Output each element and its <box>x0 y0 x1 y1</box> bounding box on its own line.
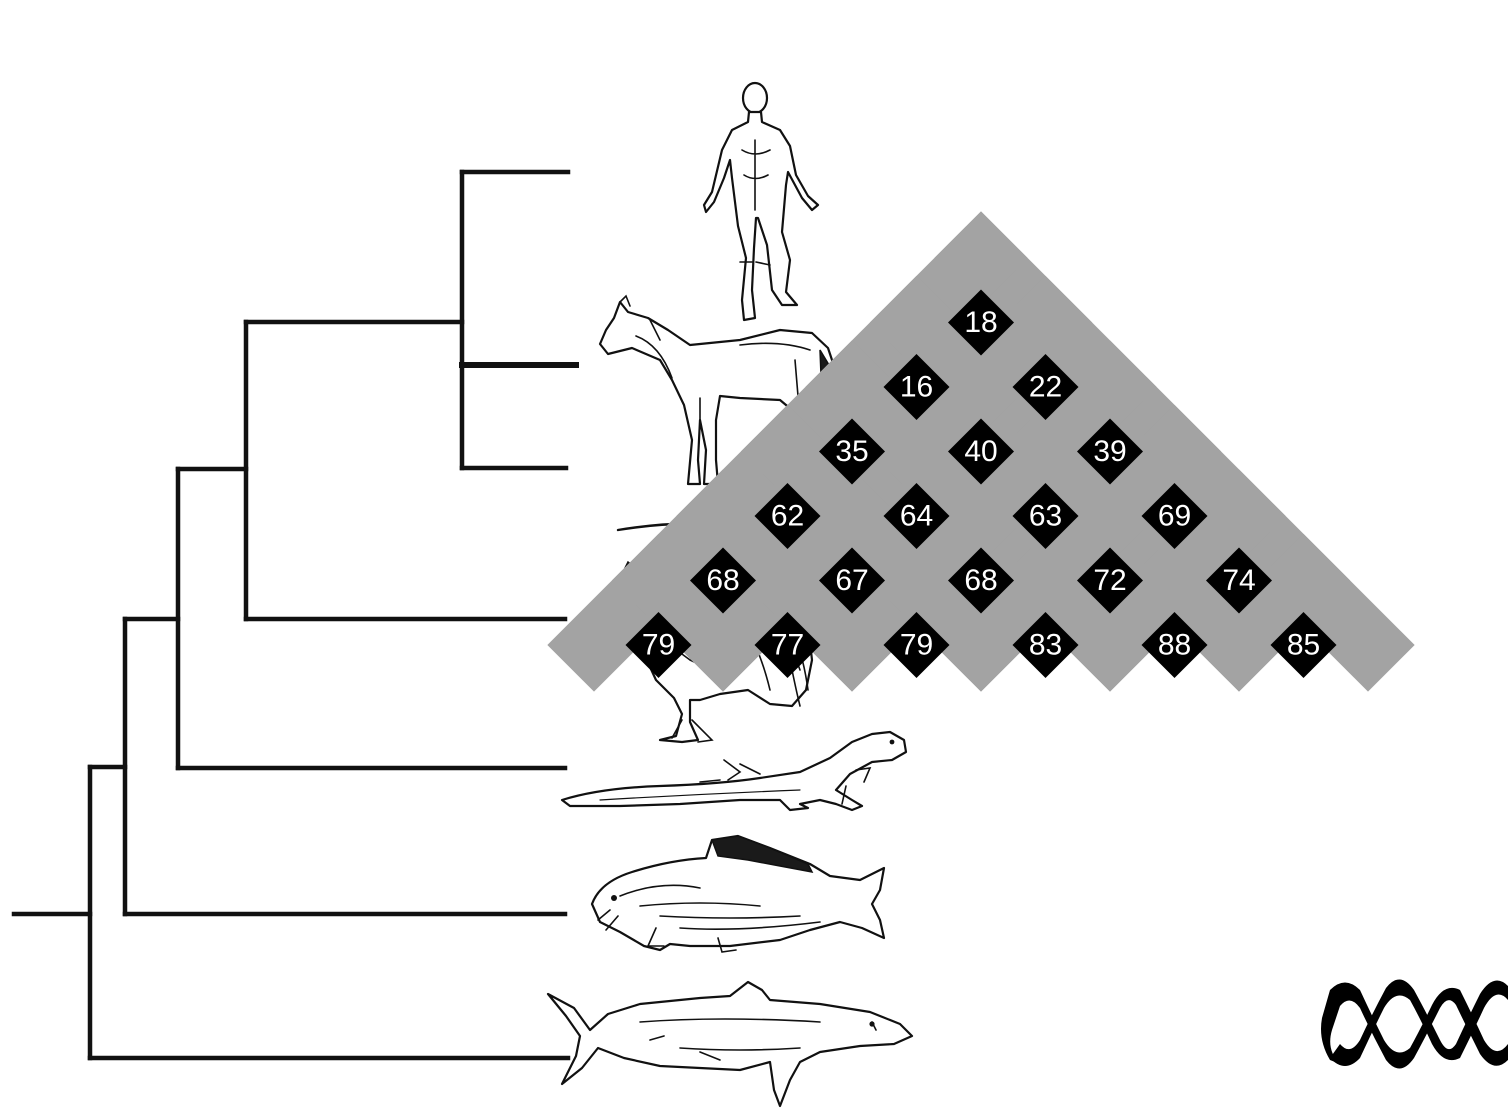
matrix-cell-value: 63 <box>1029 500 1062 533</box>
newt-icon <box>562 732 906 810</box>
matrix-cell-value: 40 <box>964 435 997 468</box>
matrix-cell-value: 69 <box>1158 500 1191 533</box>
matrix-cell-value: 79 <box>642 629 675 662</box>
matrix-cell-value: 88 <box>1158 629 1191 662</box>
matrix-cell-value: 68 <box>706 564 739 597</box>
matrix-cell-value: 85 <box>1287 629 1320 662</box>
human-icon <box>704 83 818 320</box>
matrix-cell-value: 16 <box>900 371 933 404</box>
matrix-cell-value: 35 <box>835 435 868 468</box>
matrix-cell-value: 74 <box>1222 564 1255 597</box>
matrix-cell-value: 18 <box>964 306 997 339</box>
matrix-cell-value: 83 <box>1029 629 1062 662</box>
shark-icon <box>548 982 912 1106</box>
matrix-cell-value: 22 <box>1029 371 1062 404</box>
matrix-cell-value: 64 <box>900 500 933 533</box>
matrix-cell-value: 72 <box>1093 564 1126 597</box>
matrix-cell-value: 67 <box>835 564 868 597</box>
dna-helix-icon <box>1321 979 1508 1068</box>
matrix-cell-value: 62 <box>771 500 804 533</box>
matrix-cell-value: 77 <box>771 629 804 662</box>
carp-icon <box>592 836 884 952</box>
phylogenetic-tree <box>14 172 576 1058</box>
matrix-cell-value: 79 <box>900 629 933 662</box>
divergence-matrix: 18 16 22 35 40 39 62 64 63 69 68 67 68 72 74 79 77 79 83 88… <box>547 211 1414 691</box>
matrix-cell-value: 39 <box>1093 435 1126 468</box>
matrix-cell-value: 68 <box>964 564 997 597</box>
